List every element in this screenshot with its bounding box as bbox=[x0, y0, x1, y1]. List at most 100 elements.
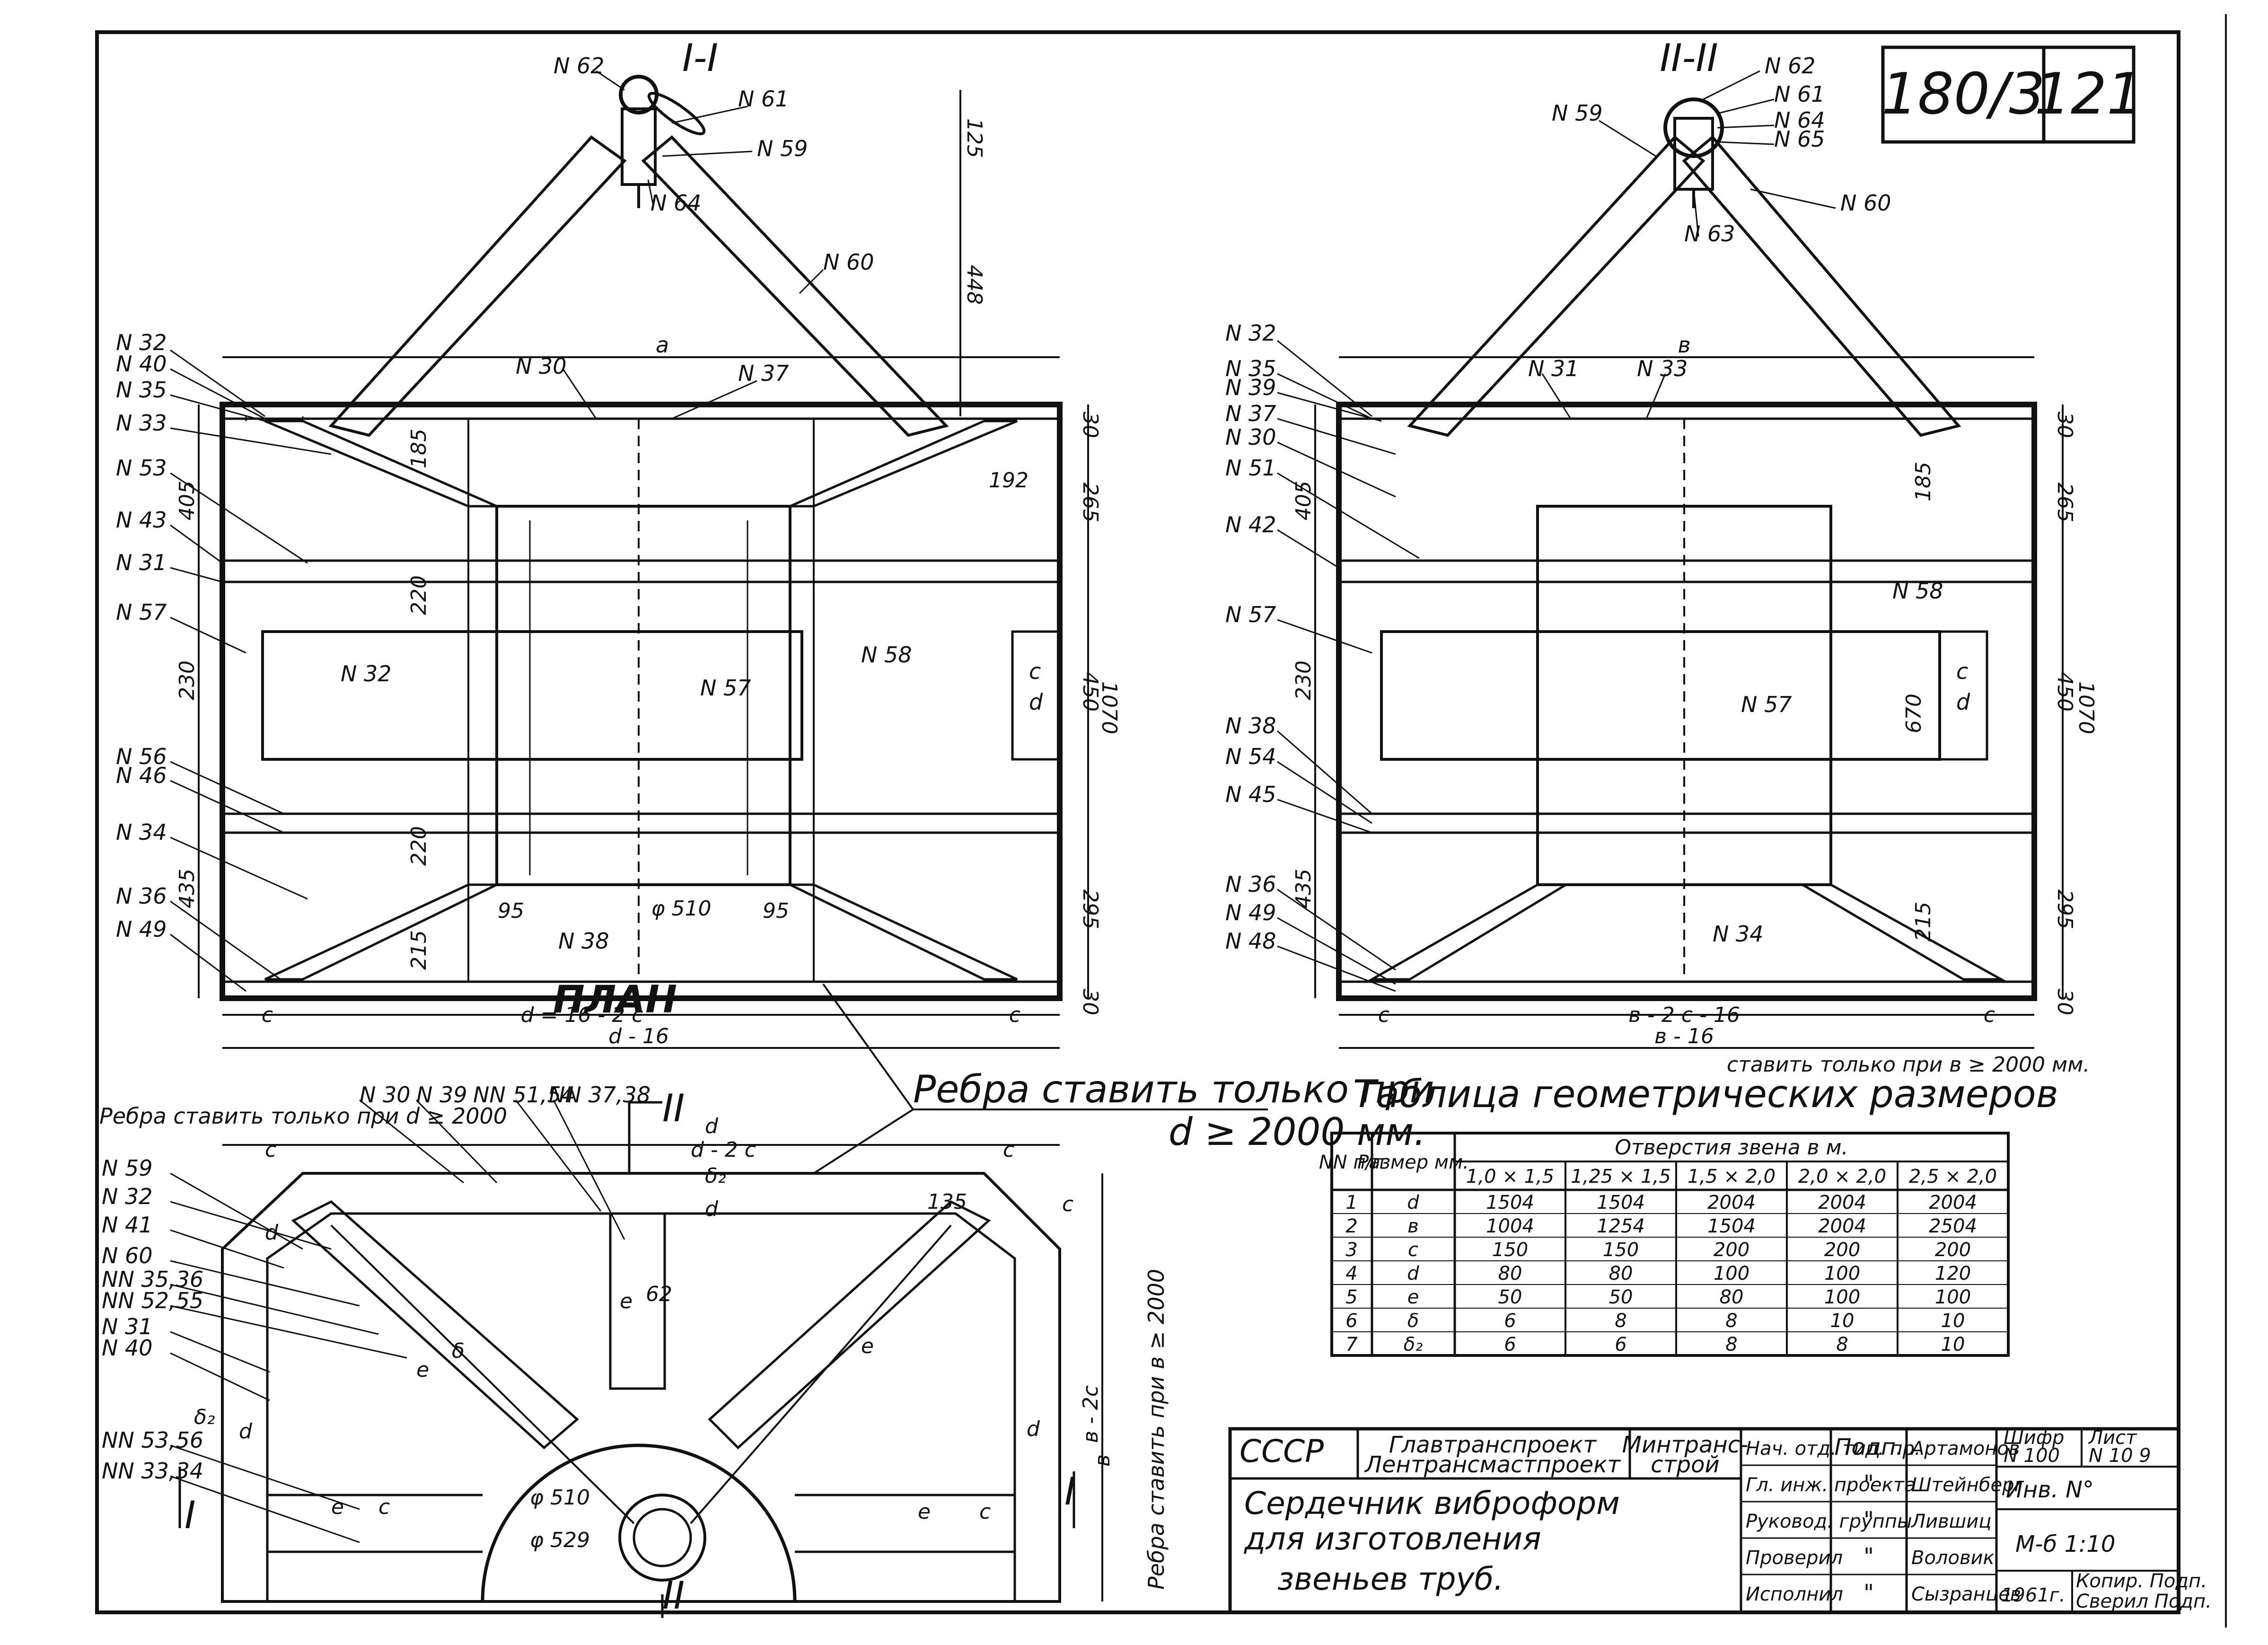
stamp-org1: Главтранспроект bbox=[1389, 1432, 1597, 1458]
section-2-c: c bbox=[1956, 659, 1968, 684]
plan-dim-b-2c: в - 2c bbox=[1079, 1385, 1103, 1443]
table-cell: 1504 bbox=[1486, 1192, 1534, 1214]
sheet-code: 180/3 bbox=[1881, 62, 2045, 127]
s2-label-n54: N 54 bbox=[1225, 744, 1276, 769]
plan-dim-d-2c: d - 2 c bbox=[691, 1138, 756, 1162]
table-cell: 6 bbox=[1615, 1334, 1626, 1355]
table-cell: 2004 bbox=[1818, 1215, 1866, 1237]
stamp-name-4: Воловик bbox=[1911, 1547, 1995, 1569]
plan-dim-delta2-top: δ₂ bbox=[705, 1164, 726, 1188]
stamp-role-1: Нач. отд. тип. пр. bbox=[1746, 1438, 1921, 1460]
table-cell: c bbox=[1408, 1239, 1418, 1261]
section-2-rib-note: ставить только при в ≥ 2000 мм. bbox=[1727, 1053, 2090, 1077]
section-1-outline bbox=[220, 402, 1063, 1001]
stamp-sign-5: " bbox=[1864, 1580, 1874, 1606]
s1-label-n40: N 40 bbox=[116, 351, 167, 377]
section-1-dim-265: 265 bbox=[1078, 483, 1102, 522]
section-2-dim-670: 670 bbox=[1902, 694, 1926, 733]
plan-dim-e-diag: e bbox=[416, 1358, 429, 1382]
section-2-bottom-c-left: c bbox=[1378, 1003, 1389, 1027]
s1-label-n32-inner: N 32 bbox=[341, 661, 392, 686]
stamp-sign-4: " bbox=[1864, 1543, 1874, 1570]
table-cell: 100 bbox=[1824, 1286, 1860, 1308]
section-1-dim-95a: 95 bbox=[498, 899, 524, 923]
s1-label-n53: N 53 bbox=[116, 455, 167, 481]
section-2-dim-30-bot: 30 bbox=[2053, 989, 2077, 1015]
stamp-name-2: Штейнберг bbox=[1911, 1474, 2025, 1496]
plan-view: ПЛАН Ребра ставить только при d ≥ 2000 Р… bbox=[99, 977, 1434, 1618]
table-cell: 6 bbox=[1504, 1310, 1516, 1332]
plan-rib-note-right-1: Ребра ставить только при bbox=[913, 1067, 1434, 1111]
section-1-bottom-total: d - 16 bbox=[608, 1024, 669, 1048]
stamp-sign-3: " bbox=[1864, 1507, 1874, 1533]
section-1-dim-192: 192 bbox=[989, 468, 1029, 493]
plan-dim-d-top: d bbox=[705, 1197, 719, 1221]
geometry-table: Таблица геометрических размеров NN п/п Р… bbox=[1319, 1072, 2058, 1357]
stamp-name-3: Лившиц bbox=[1910, 1511, 1991, 1532]
plan-dim-e-diag-right: e bbox=[861, 1334, 874, 1358]
table-cell: 100 bbox=[1714, 1263, 1749, 1284]
s1-label-n49: N 49 bbox=[116, 916, 167, 942]
section-1-dim-a: a bbox=[656, 332, 669, 358]
table-cell: 150 bbox=[1603, 1239, 1639, 1261]
section-1-dim-125: 125 bbox=[962, 118, 986, 158]
plan-section-mark-right: I bbox=[1064, 1469, 1076, 1513]
section-2-dim-265: 265 bbox=[2053, 483, 2077, 522]
table-col-1: 1,0 × 1,5 bbox=[1466, 1166, 1554, 1188]
s2-label-n32: N 32 bbox=[1225, 320, 1276, 346]
stamp-code-label: Шифр bbox=[2004, 1427, 2064, 1449]
section-2-bottom-formula: в - 2 c - 16 bbox=[1628, 1003, 1740, 1027]
s1-label-n57-inner: N 57 bbox=[700, 675, 751, 701]
stamp-checked: Сверил Подп. bbox=[2076, 1591, 2212, 1612]
s1-label-n64: N 64 bbox=[651, 190, 702, 216]
plan-dim-c-right-bot: c bbox=[979, 1500, 991, 1524]
plan-dim-delta-diag: δ bbox=[452, 1339, 465, 1363]
s2-label-n57: N 57 bbox=[1225, 602, 1276, 627]
table-cell: 10 bbox=[1941, 1334, 1965, 1355]
s1-label-n32: N 32 bbox=[116, 330, 167, 355]
plan-label-n40: N 40 bbox=[102, 1335, 153, 1361]
s1-label-n58-inner: N 58 bbox=[861, 642, 912, 668]
stamp-role-3: Руковод. группы bbox=[1746, 1511, 1912, 1532]
section-2-dim-230: 230 bbox=[1292, 660, 1316, 700]
section-2-2: II-II в 405 230 435 185 670 215 30 265 4… bbox=[1225, 36, 2098, 1077]
plan-label-n60: N 60 bbox=[102, 1243, 153, 1268]
plan-dim-e-left-bot: e bbox=[331, 1495, 344, 1519]
table-cell: 100 bbox=[1935, 1286, 1971, 1308]
table-cell: 2004 bbox=[1707, 1192, 1756, 1214]
plan-section-mark-left: I bbox=[185, 1493, 196, 1537]
s2-label-n51: N 51 bbox=[1225, 455, 1276, 481]
table-cell: 100 bbox=[1824, 1263, 1860, 1284]
section-2-dim-215: 215 bbox=[1911, 902, 1935, 941]
plan-dim-135: 135 bbox=[927, 1190, 967, 1214]
table-cell: 2004 bbox=[1929, 1192, 1977, 1214]
sheet-border bbox=[95, 30, 2180, 1614]
stamp-sign-header: Подп. bbox=[1834, 1434, 1903, 1460]
s1-label-n57: N 57 bbox=[116, 599, 167, 625]
stamp-copy: Копир. Подп. bbox=[2076, 1570, 2207, 1592]
section-2-bottom-total: в - 16 bbox=[1654, 1024, 1714, 1048]
s2-label-n42: N 42 bbox=[1225, 512, 1276, 537]
table-cell: 2004 bbox=[1818, 1192, 1866, 1214]
s2-label-n57-inner: N 57 bbox=[1741, 692, 1792, 717]
plan-label-n30: N 30 bbox=[360, 1082, 411, 1108]
section-1-dim-450: 450 bbox=[1078, 672, 1102, 712]
s1-label-n35: N 35 bbox=[116, 377, 167, 403]
plan-dim-c-right: c bbox=[1003, 1138, 1014, 1162]
s2-label-n39: N 39 bbox=[1225, 375, 1276, 400]
s2-label-n61: N 61 bbox=[1774, 81, 1825, 107]
stamp-inv: Инв. N° bbox=[2006, 1477, 2094, 1503]
plan-dim-e-right-bot: e bbox=[918, 1500, 931, 1524]
stamp-year: 1961г. bbox=[2001, 1584, 2066, 1606]
plan-dim-d-left: d bbox=[265, 1221, 279, 1245]
section-2-bottom-c-right: c bbox=[1984, 1003, 1995, 1027]
s1-label-n34: N 34 bbox=[116, 819, 167, 845]
sheet-page: 121 bbox=[2034, 62, 2143, 127]
plan-rib-note-vertical: Ребра ставить при в ≥ 2000 bbox=[1143, 1269, 1169, 1590]
plan-dim-delta2-left: δ₂ bbox=[194, 1405, 215, 1429]
table-group-header: Отверстия звена в м. bbox=[1615, 1135, 1848, 1160]
s2-label-n34-inner: N 34 bbox=[1713, 921, 1764, 947]
table-cell: d bbox=[1407, 1192, 1419, 1214]
plan-dim-d: d bbox=[705, 1114, 719, 1138]
